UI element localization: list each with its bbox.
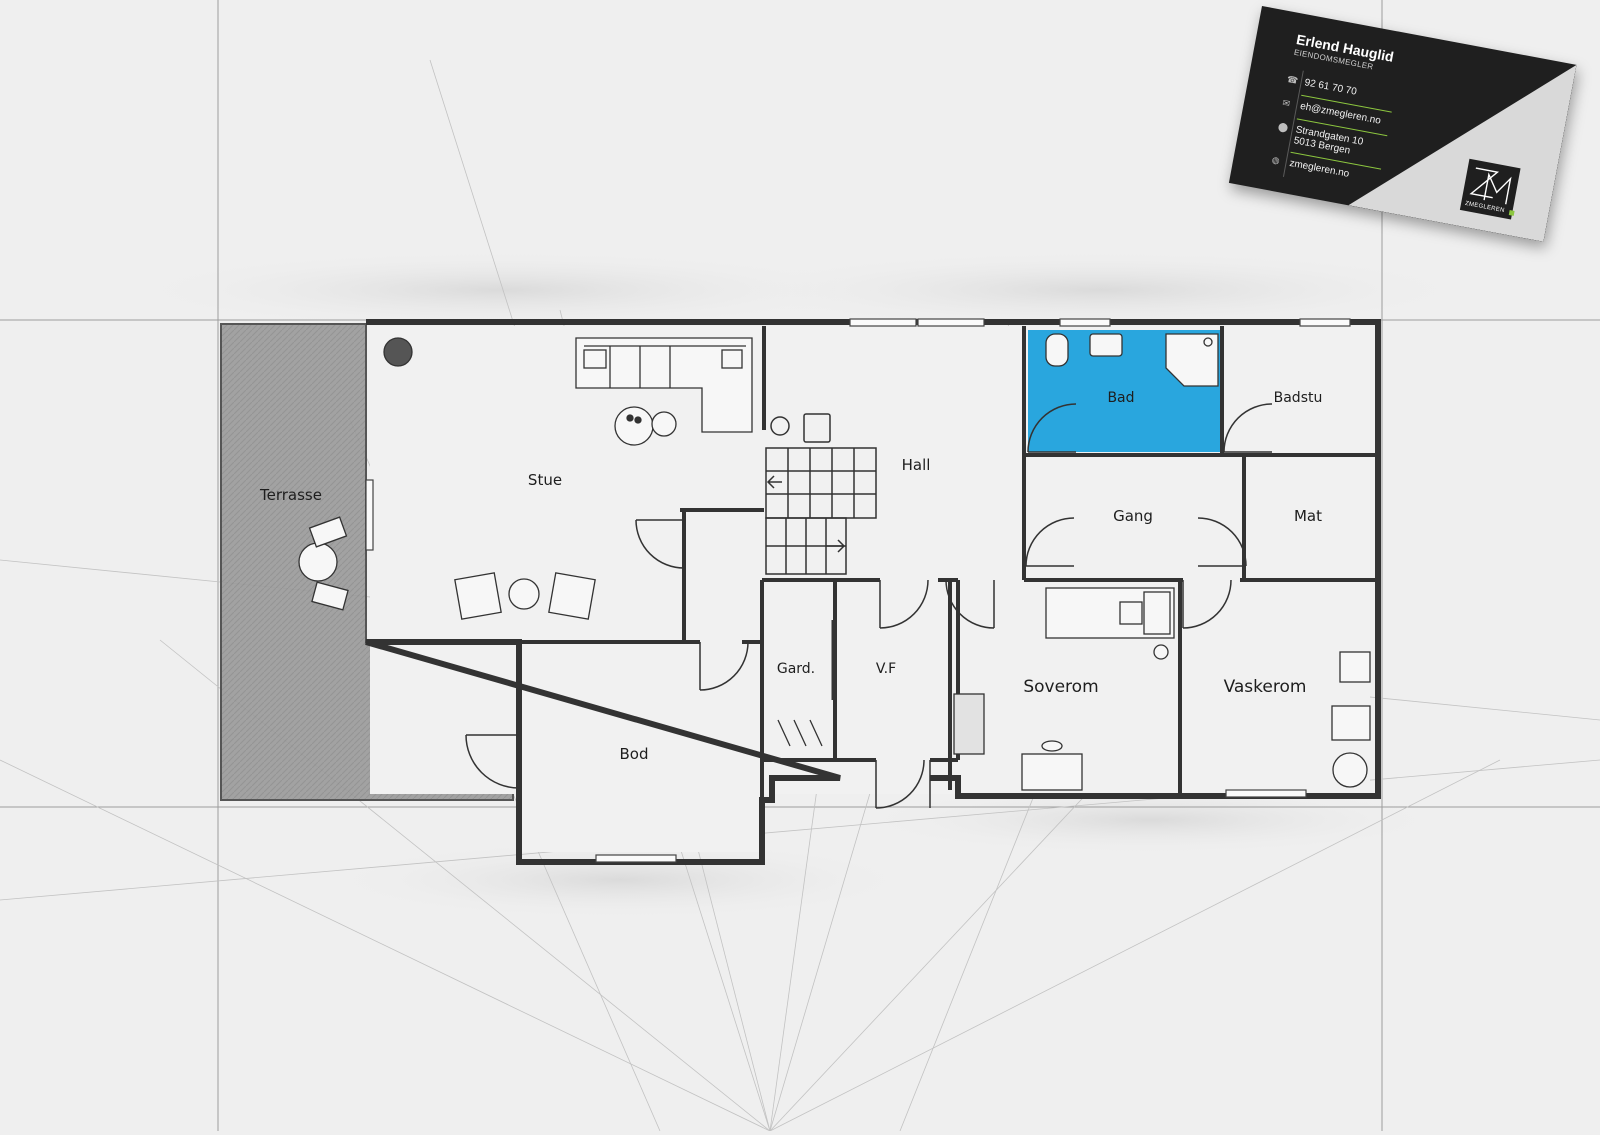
- zm-monogram-icon: [1469, 167, 1512, 205]
- phone-icon: ☎: [1286, 73, 1299, 86]
- label-vaskerom: Vaskerom: [1224, 677, 1307, 697]
- label-bod: Bod: [620, 745, 649, 763]
- label-badstu: Badstu: [1274, 390, 1323, 406]
- business-card: Erlend Hauglid EIENDOMSMEGLER ☎92 61 70 …: [1228, 6, 1577, 242]
- label-hall: Hall: [902, 456, 931, 474]
- card-logo-accent: [1508, 210, 1515, 216]
- windows: [365, 318, 1351, 863]
- room-labels: Terrasse Stue Hall Bad Badstu Gang Mat G…: [259, 390, 1322, 763]
- mail-icon: ✉: [1281, 97, 1291, 109]
- card-phone: 92 61 70 70: [1303, 77, 1358, 98]
- background-shading: [120, 250, 1480, 920]
- label-soverom: Soverom: [1023, 677, 1098, 697]
- location-pin-icon: ⬤: [1277, 121, 1290, 133]
- walls: [365, 319, 1381, 865]
- zmegleren-logo: [1459, 158, 1521, 220]
- label-gard: Gard.: [777, 661, 815, 677]
- label-bad: Bad: [1107, 390, 1134, 406]
- label-terrasse: Terrasse: [259, 486, 322, 504]
- card-phone-row: ☎ 92 61 70 70: [1286, 73, 1358, 98]
- label-mat: Mat: [1294, 507, 1322, 525]
- doors: [465, 403, 1273, 809]
- staircase: [765, 413, 877, 575]
- card-email-row: ✉ eh@zmegleren.no: [1282, 98, 1382, 127]
- card-email: eh@zmegleren.no: [1299, 100, 1382, 127]
- globe-icon: ◍: [1271, 154, 1281, 166]
- label-vf: V.F: [876, 661, 896, 677]
- label-stue: Stue: [528, 471, 562, 489]
- label-gang: Gang: [1113, 507, 1153, 525]
- furniture: [298, 333, 1371, 791]
